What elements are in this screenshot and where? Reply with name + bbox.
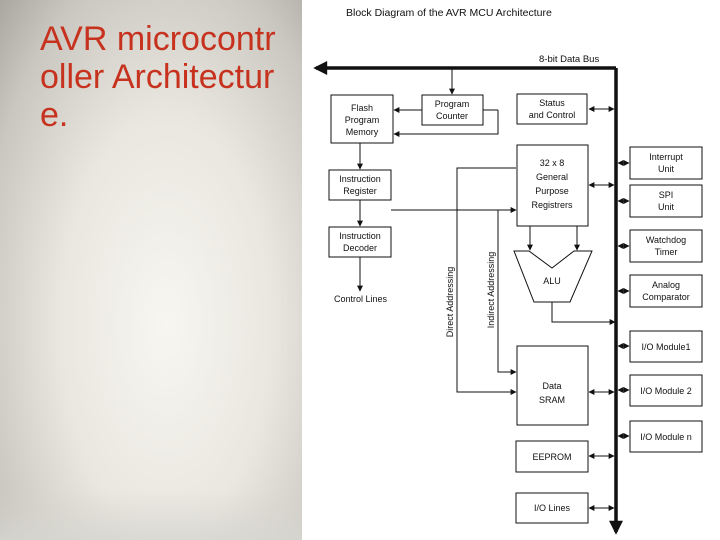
slide-title: AVR microcontroller Architecture. bbox=[40, 20, 276, 134]
block-analog-comparator: Analog Comparator bbox=[629, 274, 703, 308]
svg-text:Memory: Memory bbox=[346, 127, 379, 137]
svg-text:and Control: and Control bbox=[529, 110, 576, 120]
indirect-addressing-label: Indirect Addressing bbox=[486, 252, 496, 329]
svg-text:Analog: Analog bbox=[652, 280, 680, 290]
svg-text:Data: Data bbox=[542, 381, 561, 391]
svg-text:General: General bbox=[536, 172, 568, 182]
svg-text:Unit: Unit bbox=[658, 164, 675, 174]
block-io-module-n: I/O Module n bbox=[629, 420, 703, 453]
svg-text:I/O Lines: I/O Lines bbox=[534, 503, 571, 513]
svg-text:Timer: Timer bbox=[655, 247, 678, 257]
svg-text:Counter: Counter bbox=[436, 111, 468, 121]
block-spi-unit: SPI Unit bbox=[629, 184, 703, 218]
diagram-panel: Block Diagram of the AVR MCU Architectur… bbox=[302, 0, 720, 540]
block-io-module-1: I/O Module1 bbox=[629, 330, 703, 363]
data-bus bbox=[313, 61, 623, 535]
svg-text:Registrers: Registrers bbox=[531, 200, 573, 210]
svg-text:Register: Register bbox=[343, 186, 377, 196]
svg-text:SRAM: SRAM bbox=[539, 395, 565, 405]
svg-text:Instruction: Instruction bbox=[339, 174, 381, 184]
block-general-registers: 32 x 8 General Purpose Registrers bbox=[516, 144, 589, 227]
avr-block-diagram: Block Diagram of the AVR MCU Architectur… bbox=[313, 7, 703, 535]
block-data-sram: Data SRAM bbox=[516, 345, 589, 426]
svg-text:EEPROM: EEPROM bbox=[532, 452, 571, 462]
svg-text:Instruction: Instruction bbox=[339, 231, 381, 241]
svg-text:Watchdog: Watchdog bbox=[646, 235, 686, 245]
svg-text:Comparator: Comparator bbox=[642, 292, 690, 302]
svg-text:Unit: Unit bbox=[658, 202, 675, 212]
slide-bottom-band bbox=[0, 490, 302, 540]
svg-text:I/O Module 2: I/O Module 2 bbox=[640, 386, 692, 396]
svg-text:I/O Module1: I/O Module1 bbox=[641, 342, 690, 352]
svg-text:I/O Module n: I/O Module n bbox=[640, 432, 692, 442]
svg-text:Purpose: Purpose bbox=[535, 186, 569, 196]
svg-text:Status: Status bbox=[539, 98, 565, 108]
block-eeprom: EEPROM bbox=[515, 440, 589, 473]
block-status-control: Status and Control bbox=[516, 93, 588, 125]
svg-text:Program: Program bbox=[435, 99, 470, 109]
svg-text:Flash: Flash bbox=[351, 103, 373, 113]
svg-text:Program: Program bbox=[345, 115, 380, 125]
block-watchdog-timer: Watchdog Timer bbox=[629, 229, 703, 263]
svg-text:Decoder: Decoder bbox=[343, 243, 377, 253]
diagram-title: Block Diagram of the AVR MCU Architectur… bbox=[346, 7, 552, 19]
svg-text:32 x 8: 32 x 8 bbox=[540, 158, 565, 168]
connections bbox=[357, 68, 630, 511]
svg-text:SPI: SPI bbox=[659, 190, 674, 200]
bus-label: 8-bit Data Bus bbox=[539, 54, 599, 65]
control-lines-label: Control Lines bbox=[334, 294, 388, 304]
block-alu: ALU bbox=[513, 250, 593, 303]
block-interrupt-unit: Interrupt Unit bbox=[629, 146, 703, 180]
slide-left-panel: AVR microcontroller Architecture. bbox=[0, 0, 302, 540]
direct-addressing-label: Direct Addressing bbox=[445, 267, 455, 338]
svg-text:Interrupt: Interrupt bbox=[649, 152, 683, 162]
block-io-lines: I/O Lines bbox=[515, 492, 589, 524]
block-program-counter: Program Counter bbox=[421, 94, 484, 126]
block-io-module-2: I/O Module 2 bbox=[629, 374, 703, 407]
block-instruction-decoder: Instruction Decoder bbox=[328, 226, 392, 258]
block-instruction-register: Instruction Register bbox=[328, 169, 392, 201]
svg-text:ALU: ALU bbox=[543, 276, 561, 286]
block-flash-memory: Flash Program Memory bbox=[330, 94, 394, 144]
